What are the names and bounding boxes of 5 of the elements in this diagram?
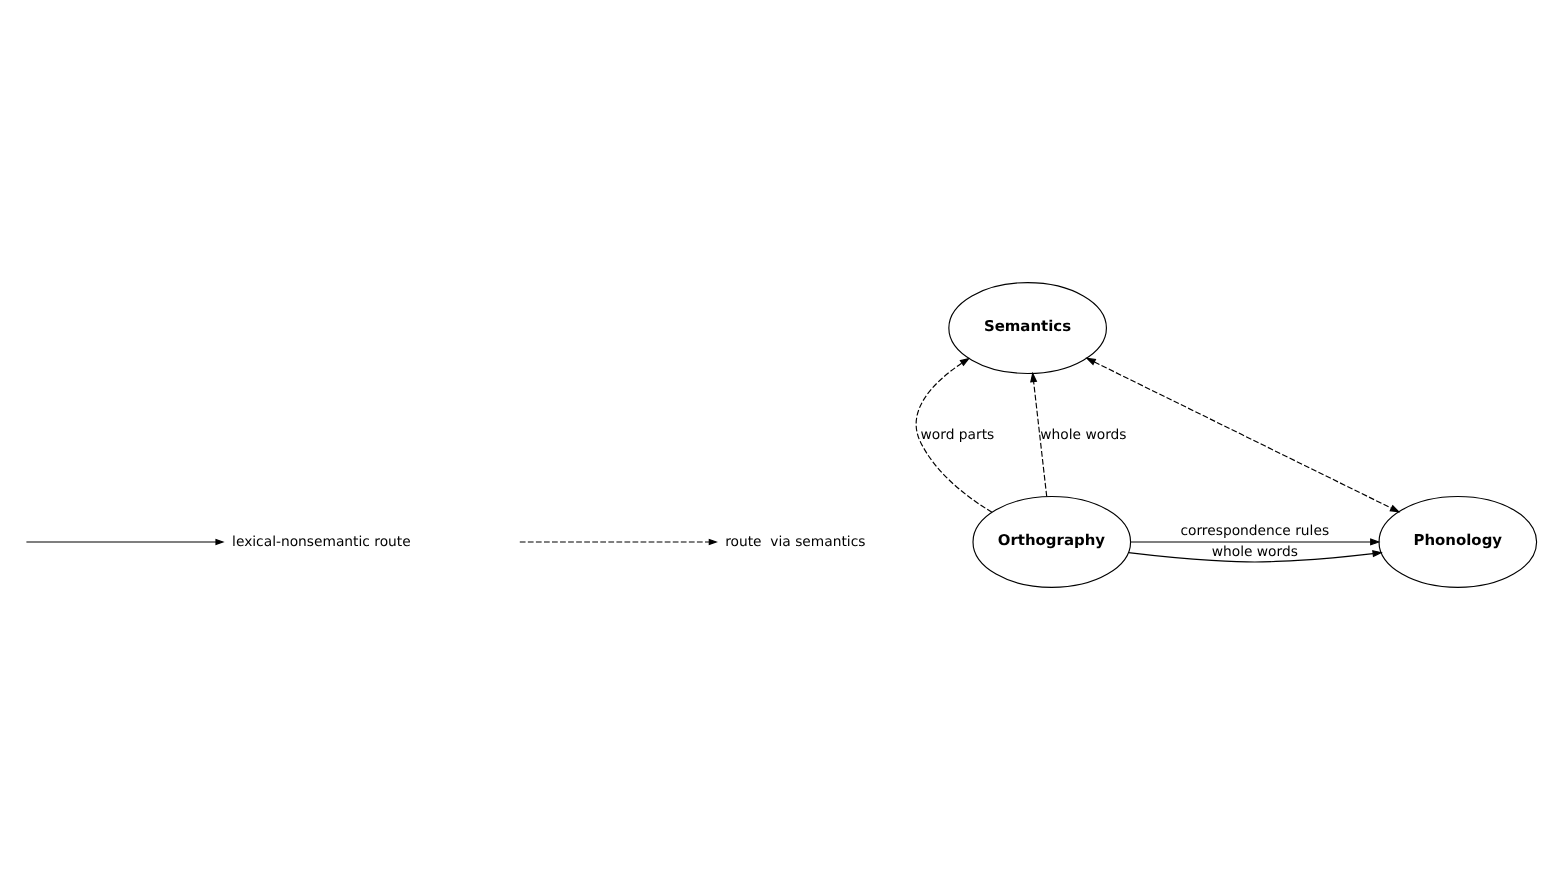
arrow — [1085, 357, 1401, 513]
arrow — [915, 357, 993, 513]
arrow — [1030, 371, 1048, 498]
arrow — [1127, 550, 1383, 563]
arrow — [1130, 538, 1381, 546]
